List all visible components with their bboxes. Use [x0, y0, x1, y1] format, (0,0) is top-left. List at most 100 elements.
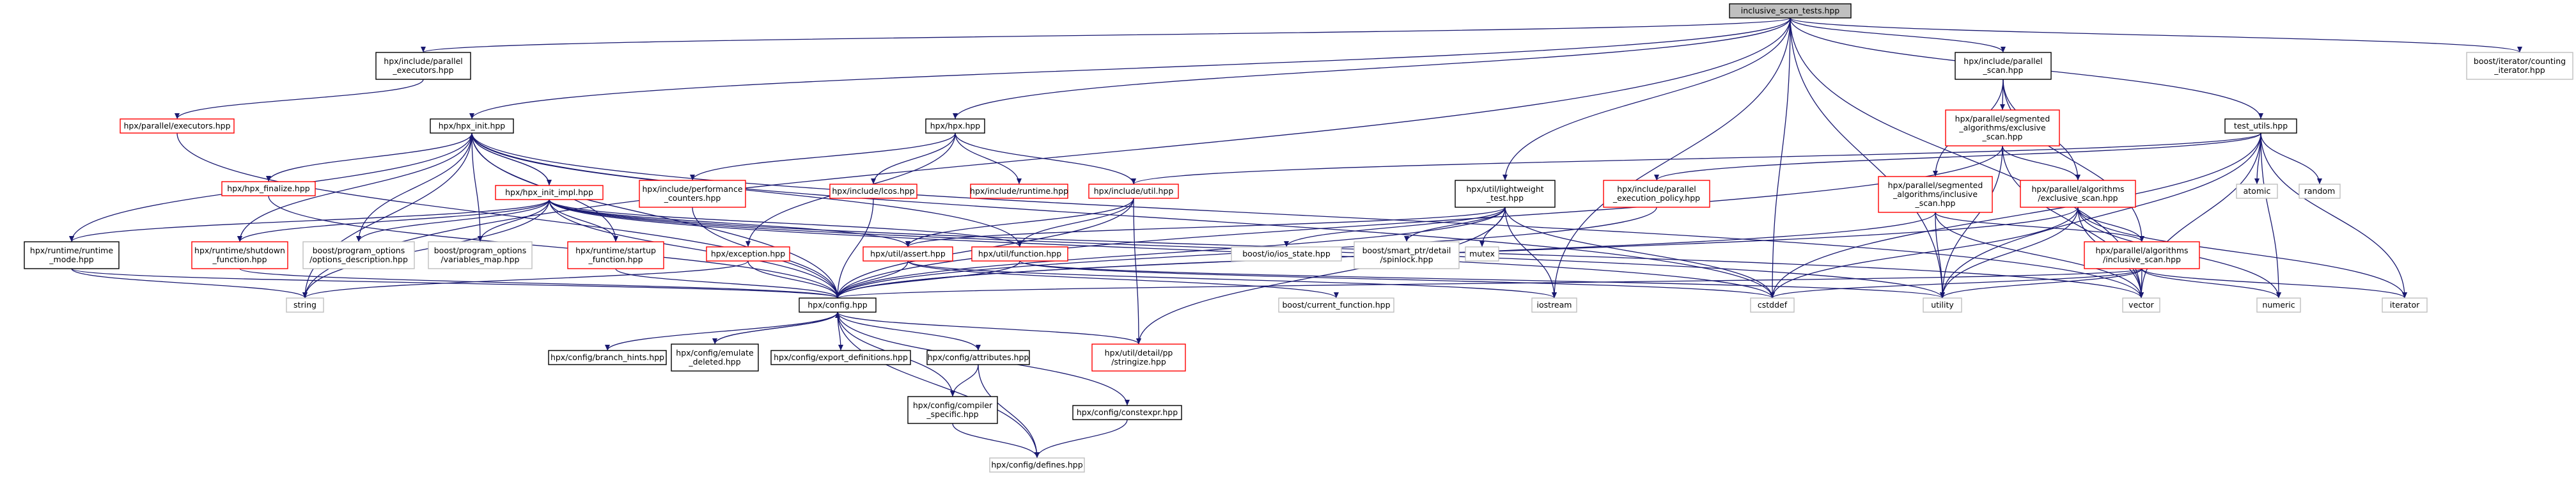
arrowhead-config-to-export_defs [838, 345, 843, 351]
arrowhead-par_scan-to-seg_excl [2000, 104, 2005, 110]
node-label: _execution_policy.hpp [1612, 193, 1700, 203]
node-label: hpx/parallel/algorithms [2031, 184, 2124, 194]
node-util_inc: hpx/include/util.hpp [1088, 184, 1179, 199]
edge-alg_excl-to-utility [1942, 207, 2079, 299]
node-hpx_hpp[interactable]: hpx/hpx.hpp [925, 118, 985, 134]
node-box-par_exec [375, 52, 471, 80]
node-par_exec[interactable]: hpx/include/parallel_executors.hpp [375, 52, 471, 80]
edge-emulate-to-config [714, 311, 838, 345]
node-box-runtime_inc [970, 184, 1068, 199]
node-label: hpx/config/attributes.hpp [928, 352, 1029, 362]
node-label: string [293, 300, 316, 310]
edge-hpx_hpp-to-runtime_inc [955, 132, 1020, 185]
node-attributes[interactable]: hpx/config/attributes.hpp [926, 350, 1030, 365]
node-label: boost/iterator/counting [2474, 56, 2566, 66]
edge-runtime_mode-to-string [71, 268, 306, 299]
node-ios_state: boost/io/ios_state.hpp [1231, 246, 1342, 262]
node-label: hpx/config/emulate [676, 348, 754, 358]
node-label: _algorithms/inclusive [1893, 189, 1978, 199]
node-label: hpx/include/lcos.hpp [832, 186, 914, 196]
arrowhead-hpx_init_impl-to-hpx_init [469, 133, 474, 139]
node-box-test_utils [2224, 118, 2297, 134]
node-label: boost/io/ios_state.hpp [1242, 249, 1331, 258]
node-label: hpx/config/constexpr.hpp [1077, 407, 1178, 417]
edge-hpx_init_impl-to-startup [549, 199, 616, 242]
edge-test_utils-to-par_policy [1656, 132, 2261, 181]
node-label: hpx/exception.hpp [711, 249, 785, 258]
node-label: hpx/config/export_definitions.hpp [774, 352, 908, 362]
arrowhead-test_utils-to-vector [2139, 292, 2144, 298]
arrowhead-par_exec-to-executors [175, 113, 180, 119]
node-label: hpx/runtime/startup [575, 246, 656, 255]
edge-alg_incl-to-numeric [2141, 268, 2279, 299]
edge-function-to-cstddef [1019, 260, 1773, 299]
edge-hpx_init-to-string [304, 132, 472, 299]
node-constexpr[interactable]: hpx/config/constexpr.hpp [1072, 405, 1182, 420]
node-box-hpx_hpp [925, 118, 985, 134]
node-emulate[interactable]: hpx/config/emulate_deleted.hpp [671, 343, 759, 372]
node-export_defs[interactable]: hpx/config/export_definitions.hpp [770, 350, 911, 365]
node-label: vector [2128, 300, 2155, 310]
node-label: _scan.hpp [1983, 65, 2024, 75]
edge-hpx_init_impl-to-po_desc [358, 199, 550, 242]
node-label: atomic [2244, 186, 2271, 196]
edge-config-to-branch_hints [607, 311, 838, 351]
node-label: hpx/util/assert.hpp [870, 249, 946, 258]
arrowhead-root-to-hpx_init [469, 113, 474, 119]
node-box-executors [120, 118, 235, 134]
edge-seg_incl-to-alg_incl [1935, 212, 2143, 242]
arrowhead-test_utils-to-cstddef [1770, 292, 1775, 298]
node-label: _algorithms/exclusive [1958, 123, 2046, 132]
node-label: numeric [2262, 300, 2295, 310]
arrowhead-lightweight-to-spinlock [1404, 236, 1409, 242]
node-label: hpx/config/compiler [913, 400, 993, 410]
node-box-export_defs [770, 350, 911, 365]
arrowhead-test_utils-to-numeric [2276, 292, 2281, 298]
edge-hpx_init_impl-to-config [549, 199, 838, 299]
edge-hpx_hpp-to-perf [692, 132, 956, 181]
node-label: hpx/config.hpp [808, 300, 868, 310]
arrowhead-par_scan-to-seg_incl [1933, 171, 1938, 177]
node-label: _deleted.hpp [688, 357, 740, 367]
node-box-numeric [2256, 297, 2301, 313]
node-lightweight[interactable]: hpx/util/lightweight_test.hpp [1455, 180, 1556, 208]
node-compiler[interactable]: hpx/config/compiler_specific.hpp [907, 396, 998, 424]
arrowhead-hpx_init_impl-to-startup [613, 236, 618, 242]
node-alg_excl: hpx/parallel/algorithms/exclusive_scan.h… [2020, 180, 2136, 208]
node-box-shutdown [191, 241, 288, 269]
edge-hpx_init_impl-to-shutdown [239, 199, 550, 242]
node-box-seg_excl [1945, 109, 2060, 146]
node-hpx_init[interactable]: hpx/hpx_init.hpp [430, 118, 514, 134]
node-label: hpx/runtime/shutdown [194, 246, 285, 255]
node-label: hpx/include/parallel [1963, 56, 2042, 66]
node-box-vector [2122, 297, 2160, 313]
node-box-iterator [2382, 297, 2428, 313]
node-branch_hints[interactable]: hpx/config/branch_hints.hpp [548, 350, 667, 365]
node-box-perf [639, 180, 746, 208]
edge-hpx_hpp-to-lcos [873, 132, 956, 185]
arrowhead-constexpr-to-defines [1034, 452, 1040, 458]
edge-exception-to-config [747, 260, 838, 299]
node-root[interactable]: inclusive_scan_tests.hpp [1729, 3, 1852, 19]
edge-lightweight-to-iostream [1504, 207, 1555, 299]
node-label: /inclusive_scan.hpp [2103, 255, 2181, 264]
node-label: _function.hpp [588, 255, 643, 264]
node-label: hpx/config/branch_hints.hpp [550, 352, 664, 362]
node-label: _scan.hpp [1982, 132, 2023, 141]
arrowhead-hpx_hpp-to-runtime_inc [1017, 178, 1022, 184]
node-config[interactable]: hpx/config.hpp [799, 297, 877, 313]
arrowhead-test_utils-to-util_inc [1131, 178, 1136, 184]
node-label: hpx/hpx_finalize.hpp [227, 184, 309, 193]
node-box-attributes [926, 350, 1030, 365]
edge-hpx_init-to-shutdown [239, 132, 472, 242]
node-runtime_mode[interactable]: hpx/runtime/runtime_mode.hpp [24, 241, 120, 269]
arrowhead-hpx_init_impl-to-po_desc [356, 236, 361, 242]
edge-config-to-stringize [837, 311, 1139, 345]
node-label: _test.hpp [1486, 193, 1524, 203]
node-numeric: numeric [2256, 297, 2301, 313]
node-par_scan[interactable]: hpx/include/parallel_scan.hpp [1955, 52, 2052, 80]
arrowhead-config-to-stringize [1136, 338, 1141, 344]
node-label: hpx/include/parallel [1617, 184, 1696, 194]
edge-lightweight-to-cstddef [1504, 207, 1773, 299]
node-test_utils[interactable]: test_utils.hpp [2224, 118, 2297, 134]
